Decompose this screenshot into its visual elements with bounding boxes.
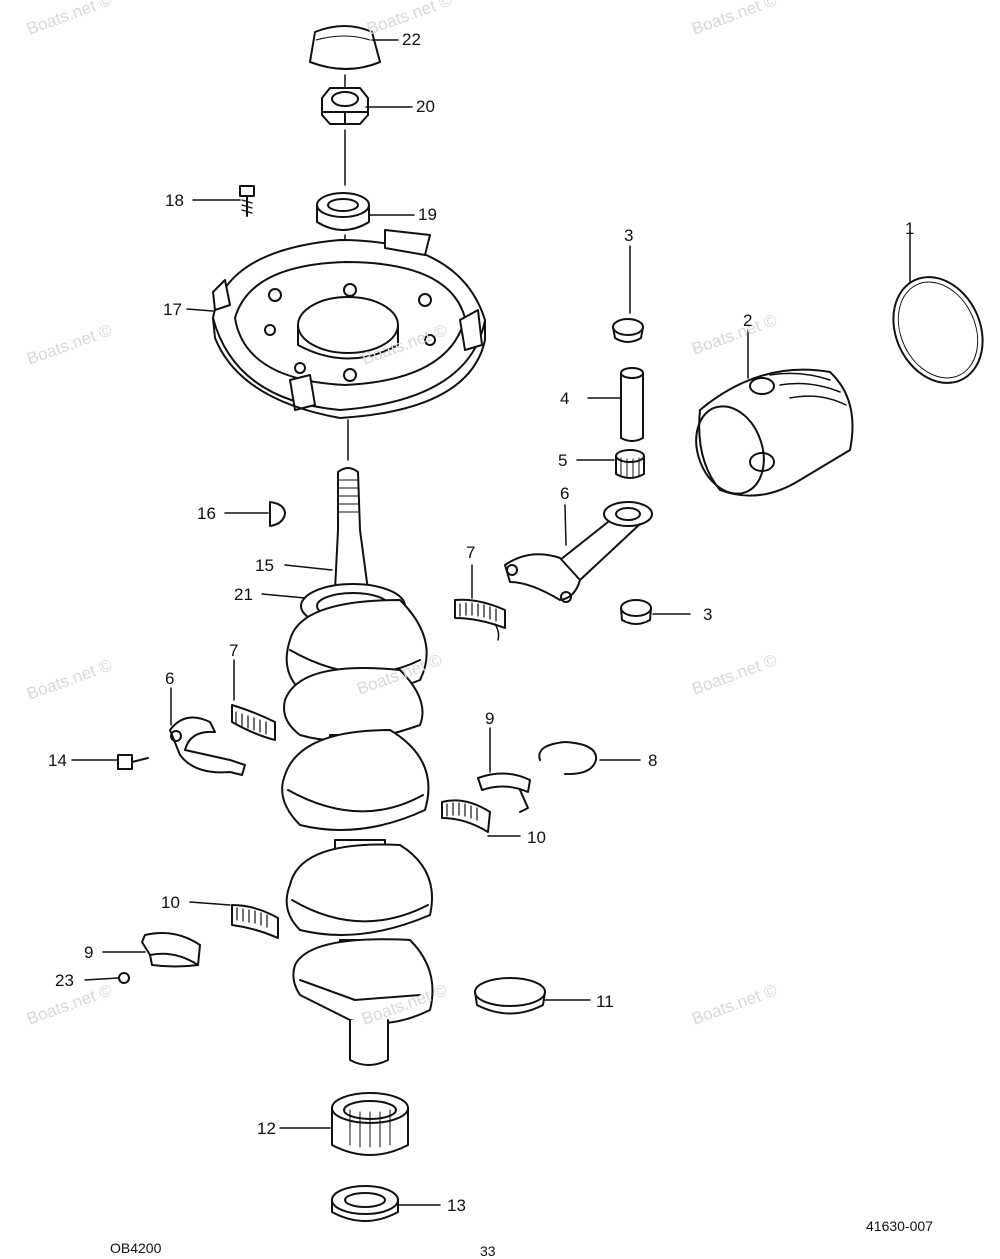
part-3-retainer-bottom <box>620 599 652 625</box>
callout-11: 11 <box>596 992 614 1011</box>
part-22-cap <box>309 25 381 70</box>
part-4-wrist-pin <box>620 367 644 442</box>
part-19-seal <box>316 192 370 231</box>
drawing-code-left: OB4200 <box>110 1240 162 1256</box>
part-10-needle-bearing-right <box>441 799 491 833</box>
callout-10-left: 10 <box>161 893 180 912</box>
callout-12: 12 <box>257 1119 276 1138</box>
part-2-piston <box>695 368 854 497</box>
callout-2: 2 <box>743 311 753 330</box>
callout-9-right: 9 <box>485 709 495 728</box>
callout-5: 5 <box>558 451 568 470</box>
part-14-screw <box>117 754 149 770</box>
part-11-seal-ring <box>474 977 546 1015</box>
callout-1: 1 <box>905 219 915 238</box>
page-number-fragment: 33 <box>480 1243 496 1259</box>
part-6-connecting-rod <box>504 501 653 603</box>
callout-7-left: 7 <box>229 641 239 660</box>
callout-15: 15 <box>255 556 274 575</box>
callout-8: 8 <box>648 751 658 770</box>
part-23-pin <box>118 972 130 984</box>
drawing-code-right: 41630-007 <box>866 1218 933 1234</box>
part-3-retainer-top <box>612 318 644 343</box>
part-9-liner-left <box>141 932 201 968</box>
callout-9-left: 9 <box>84 943 94 962</box>
part-10-needle-bearing-left <box>231 904 279 939</box>
callout-4: 4 <box>560 389 570 408</box>
callout-6-rod: 6 <box>560 484 570 503</box>
callout-16: 16 <box>197 504 216 523</box>
leader-lines <box>71 39 911 1206</box>
callout-17: 17 <box>163 300 182 319</box>
part-20-nut <box>321 87 369 125</box>
part-12-roller-bearing <box>331 1092 409 1156</box>
callout-6-cap: 6 <box>165 669 175 688</box>
part-5-needle-bearing <box>615 449 645 479</box>
part-8-retaining-ring <box>538 741 598 776</box>
callout-14: 14 <box>48 751 67 770</box>
part-7-needle-bearing-right <box>454 598 506 641</box>
callout-3-top: 3 <box>624 226 634 245</box>
part-9-liner-right <box>477 772 531 813</box>
callout-18: 18 <box>165 191 184 210</box>
part-13-seal <box>331 1185 399 1222</box>
callout-7-right: 7 <box>466 543 476 562</box>
callout-20: 20 <box>416 97 435 116</box>
callout-3-bottom: 3 <box>703 605 713 624</box>
part-16-woodruff-key <box>269 501 286 527</box>
part-17-plate <box>212 229 486 419</box>
part-18-bolt <box>239 185 255 217</box>
part-6-rod-cap <box>169 716 246 776</box>
callout-23: 23 <box>55 971 74 990</box>
part-15-crankshaft <box>281 467 434 1066</box>
callout-13: 13 <box>447 1196 466 1215</box>
part-1-piston-ring <box>892 276 984 384</box>
callout-19: 19 <box>418 205 437 224</box>
part-7-needle-bearing-left <box>231 704 276 741</box>
callout-10-right: 10 <box>527 828 546 847</box>
callout-22: 22 <box>402 30 421 49</box>
callout-21: 21 <box>234 585 253 604</box>
